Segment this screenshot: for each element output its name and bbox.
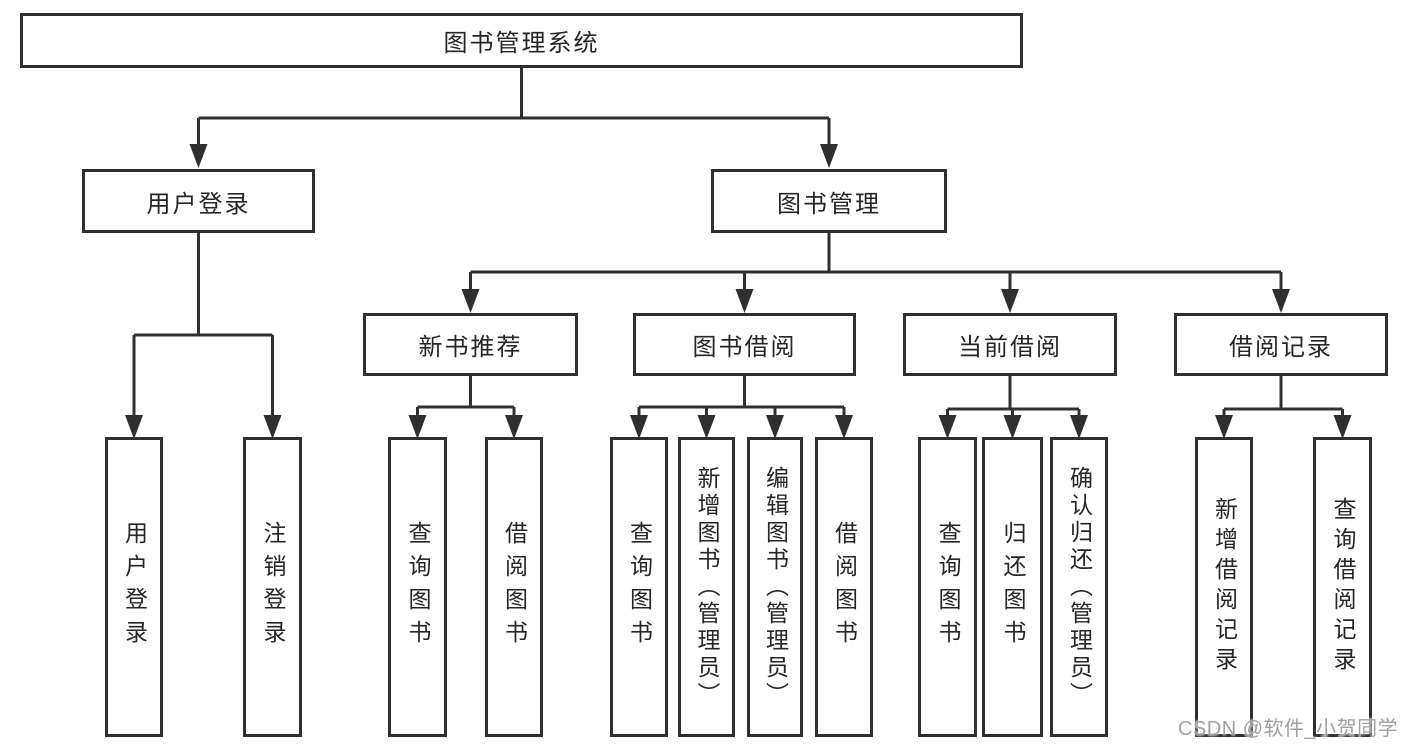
leaf-label: 归还图书: [1000, 521, 1026, 653]
csdn-watermark: CSDN @软件_小贺同学: [1178, 718, 1399, 740]
leaf-label: 确认归还（管理员）: [1066, 465, 1093, 709]
arrowhead: [630, 415, 648, 439]
leaf-label: 查询图书: [405, 521, 431, 653]
connector-borrow-to-leaves: [637, 376, 846, 417]
connector-bookmgmt-to-level2: [469, 233, 1283, 291]
leaf-query-borrow-record: 查询借阅记录: [1313, 437, 1372, 737]
leaf-label: 查询图书: [626, 521, 653, 653]
connector-newbook-to-leaves: [416, 376, 516, 417]
arrowhead: [505, 415, 523, 439]
connector-userlogin-to-leaves: [132, 233, 274, 417]
leaf-user-login: 用户登录: [105, 437, 163, 737]
leaf-add-borrow-record: 新增借阅记录: [1195, 437, 1253, 737]
arrowhead: [820, 144, 838, 168]
arrowhead: [697, 415, 716, 439]
leaf-borrow-book: 借阅图书: [485, 437, 543, 737]
leaf-return-book: 归还图书: [982, 437, 1043, 737]
arrowhead: [263, 415, 282, 439]
arrowhead: [735, 289, 754, 313]
leaf-logout: 注销登录: [243, 437, 302, 737]
leaf-label: 借阅图书: [831, 521, 858, 653]
leaf-confirm-return-admin: 确认归还（管理员）: [1050, 437, 1108, 737]
arrowhead: [1003, 415, 1022, 439]
arrowhead: [1272, 289, 1290, 313]
node-book-management: 图书管理: [711, 169, 947, 233]
leaf-label: 新增借阅记录: [1211, 497, 1238, 677]
node-book-borrowing: 图书借阅: [633, 313, 856, 376]
leaf-label: 用户登录: [121, 521, 148, 653]
leaf-add-book-admin: 新增图书（管理员）: [678, 437, 735, 737]
leaf-borrow-book: 借阅图书: [815, 437, 873, 737]
connector-root-to-level1: [197, 68, 831, 146]
leaf-query-book: 查询图书: [918, 437, 977, 737]
node-current-borrowing: 当前借阅: [903, 313, 1117, 376]
arrowhead: [1215, 415, 1233, 439]
connector-current-to-leaves: [946, 376, 1081, 417]
leaf-label: 借阅图书: [501, 521, 528, 653]
leaf-label: 编辑图书（管理员）: [762, 465, 789, 709]
leaf-query-book: 查询图书: [610, 437, 668, 737]
arrowhead: [1001, 289, 1019, 313]
arrowhead: [938, 415, 957, 439]
node-new-book-recommend: 新书推荐: [363, 313, 578, 376]
connector-records-to-leaves: [1222, 376, 1344, 417]
arrowhead: [125, 415, 143, 439]
leaf-label: 注销登录: [260, 521, 286, 653]
arrowhead: [408, 415, 427, 439]
leaf-label: 新增图书（管理员）: [694, 465, 720, 709]
arrowhead: [461, 289, 480, 313]
leaf-label: 查询借阅记录: [1330, 497, 1356, 677]
node-library-management-system: 图书管理系统: [20, 13, 1023, 68]
leaf-edit-book-admin: 编辑图书（管理员）: [747, 437, 803, 737]
arrowhead: [189, 144, 208, 168]
node-user-login: 用户登录: [82, 169, 315, 233]
leaf-label: 查询图书: [935, 521, 961, 653]
arrowhead: [1070, 415, 1088, 439]
arrowhead: [766, 415, 784, 439]
node-borrowing-records: 借阅记录: [1174, 313, 1388, 376]
leaf-query-book: 查询图书: [388, 437, 447, 737]
arrowhead: [835, 415, 853, 439]
arrowhead: [1333, 415, 1352, 439]
